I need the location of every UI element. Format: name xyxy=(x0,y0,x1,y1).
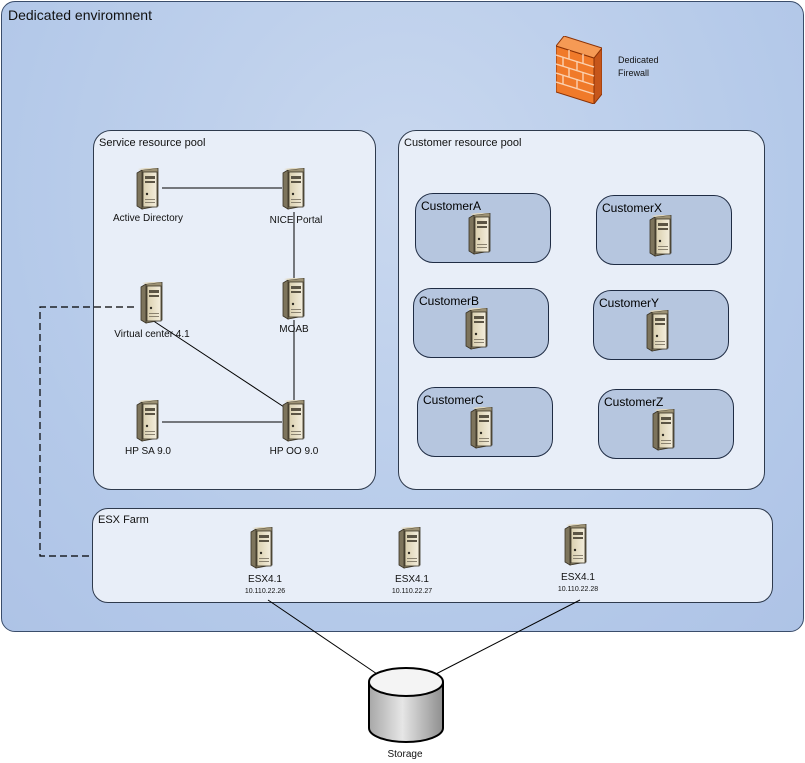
hp-sa-label: HP SA 9.0 xyxy=(125,446,171,457)
esx-host-1-label: ESX4.1 xyxy=(248,574,282,585)
environment-title: Dedicated enviromnent xyxy=(8,7,152,23)
customer-x-label: CustomerX xyxy=(602,201,663,215)
server-icon xyxy=(250,527,273,569)
link-vc-esx-dashed xyxy=(39,306,134,557)
customer-a-label: CustomerA xyxy=(421,199,482,213)
server-icon xyxy=(465,308,488,350)
link-vc-hpoo xyxy=(151,319,285,408)
firewall-icon xyxy=(556,36,602,104)
esx-farm-title: ESX Farm xyxy=(98,514,149,526)
active-directory-label: Active Directory xyxy=(112,213,184,224)
server-icon xyxy=(398,527,421,569)
esx-host-1-ip: 10.110.22.26 xyxy=(244,588,286,595)
firewall-label: Dedicated Firewall xyxy=(618,54,659,80)
server-icon xyxy=(652,409,675,451)
service-pool-title: Service resource pool xyxy=(99,137,206,149)
server-icon xyxy=(136,168,159,210)
server-icon xyxy=(140,282,163,324)
server-icon xyxy=(470,407,493,449)
customer-c-label: CustomerC xyxy=(423,393,484,407)
customer-b-label: CustomerB xyxy=(419,294,480,308)
server-icon xyxy=(282,168,305,210)
nice-portal-label: NICE Portal xyxy=(269,215,323,226)
link-esx1-storage xyxy=(267,599,381,677)
server-icon xyxy=(649,215,672,257)
server-icon xyxy=(468,213,491,255)
esx-host-3-label: ESX4.1 xyxy=(561,572,595,583)
customer-y-label: CustomerY xyxy=(599,296,660,310)
server-icon xyxy=(136,400,159,442)
customer-z-label: CustomerZ xyxy=(604,395,664,409)
esx-host-2-label: ESX4.1 xyxy=(395,574,429,585)
link-esx3-storage xyxy=(431,599,581,677)
moab-label: MOAB xyxy=(279,324,309,335)
hp-oo-label: HP OO 9.0 xyxy=(269,446,319,457)
storage-cylinder-icon xyxy=(368,667,444,743)
esx-host-2-ip: 10.110.22.27 xyxy=(391,588,433,595)
storage-label: Storage xyxy=(387,749,423,760)
server-icon xyxy=(564,524,587,566)
esx-farm: ESX Farm xyxy=(92,508,773,603)
firewall-label-line1: Dedicated xyxy=(618,55,659,65)
customer-pool-title: Customer resource pool xyxy=(404,137,522,149)
server-icon xyxy=(646,310,669,352)
esx-host-3-ip: 10.110.22.28 xyxy=(557,586,599,593)
server-icon xyxy=(282,278,305,320)
server-icon xyxy=(282,400,305,442)
firewall-label-line2: Firewall xyxy=(618,68,650,78)
virtual-center-label: Virtual center 4.1 xyxy=(114,329,190,340)
